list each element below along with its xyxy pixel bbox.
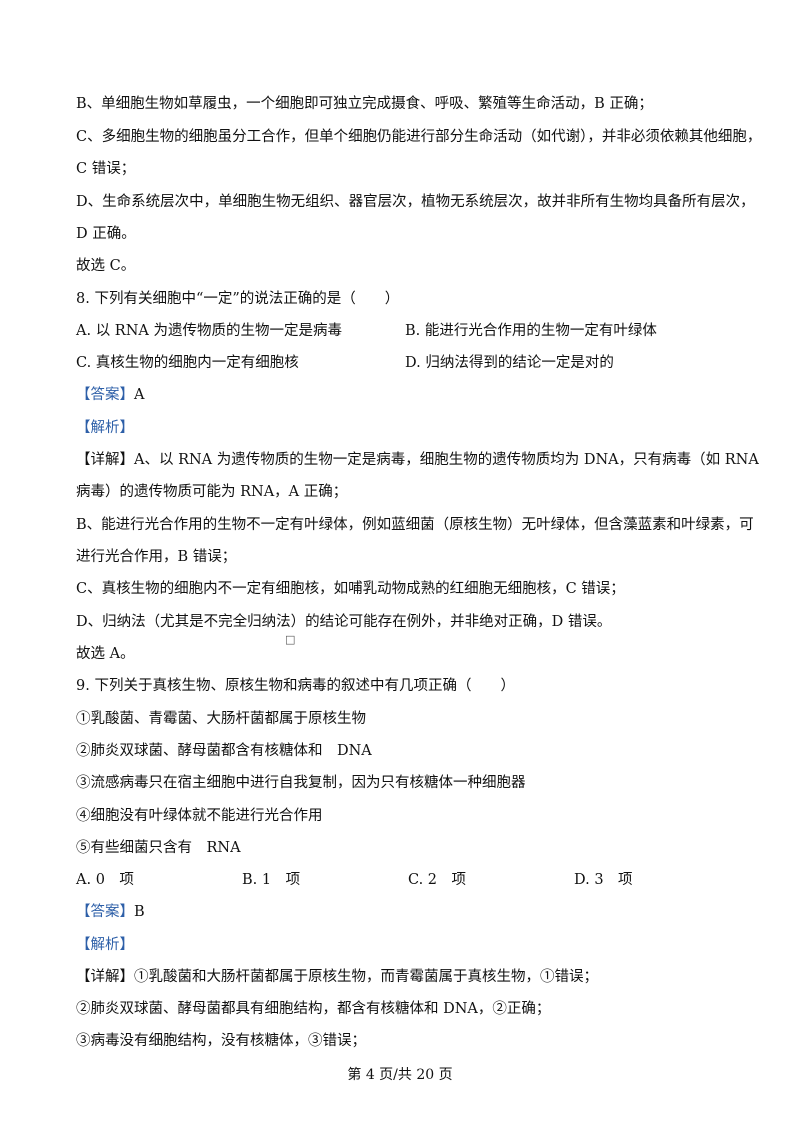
q9-item-1: ①乳酸菌、青霉菌、大肠杆菌都属于原核生物 [76, 711, 366, 727]
q9-option-c: C. 2 项 [408, 872, 467, 888]
q7-option-c-analysis-line2: C 错误； [76, 161, 136, 177]
q8-detail-c: C、真核生物的细胞内不一定有细胞核，如哺乳动物成熟的红细胞无细胞核，C 错误； [76, 581, 625, 597]
q9-detail-tag: 【详解】 [76, 969, 134, 985]
q8-answer-tag: 【答案】 [76, 387, 134, 403]
q7-conclusion: 故选 C。 [76, 258, 136, 274]
q9-detail-2: ②肺炎双球菌、酵母菌都具有细胞结构，都含有核糖体和 DNA，②正确； [76, 1001, 551, 1017]
q8-option-c: C. 真核生物的细胞内一定有细胞核 [76, 355, 299, 371]
q9-item-4: ④细胞没有叶绿体就不能进行光合作用 [76, 808, 323, 824]
scan-artifact-box: □ [285, 633, 296, 646]
q9-option-d: D. 3 项 [574, 872, 633, 888]
q8-option-b: B. 能进行光合作用的生物一定有叶绿体 [405, 323, 657, 339]
q9-answer-tag: 【答案】 [76, 904, 134, 920]
q9-detail-3: ③病毒没有细胞结构，没有核糖体，③错误； [76, 1033, 366, 1049]
q8-conclusion: 故选 A。 [76, 646, 135, 662]
q8-analysis-heading: 【解析】 [76, 418, 730, 438]
q8-detail-a-text: A、以 RNA 为遗传物质的生物一定是病毒，细胞生物的遗传物质均为 DNA，只有… [134, 452, 759, 468]
q8-option-a: A. 以 RNA 为遗传物质的生物一定是病毒 [76, 323, 342, 339]
q8-answer-value: A [134, 387, 145, 403]
q8-detail-a-line2: 病毒）的遗传物质可能为 RNA，A 正确； [76, 484, 348, 500]
q7-option-d-analysis-line2: D 正确。 [76, 226, 136, 242]
q9-answer-value: B [134, 904, 145, 920]
q7-option-d-analysis-line1: D、生命系统层次中，单细胞生物无组织、器官层次，植物无系统层次，故并非所有生物均… [76, 194, 755, 210]
q9-stem: 9. 下列关于真核生物、原核生物和病毒的叙述中有几项正确（ ） [76, 678, 515, 694]
q8-detail-b-line2: 进行光合作用，B 错误； [76, 549, 237, 565]
q9-analysis-heading: 【解析】 [76, 935, 730, 955]
q7-option-c-analysis-line1: C、多细胞生物的细胞虽分工合作，但单个细胞仍能进行部分生命活动（如代谢），并非必… [76, 129, 762, 145]
q9-item-2: ②肺炎双球菌、酵母菌都含有核糖体和 DNA [76, 743, 372, 759]
q8-detail-d: D、归纳法（尤其是不完全归纳法）的结论可能存在例外，并非绝对正确，D 错误。 [76, 614, 612, 630]
q9-option-a: A. 0 项 [76, 872, 134, 888]
q9-detail-1: 【详解】①乳酸菌和大肠杆菌都属于原核生物，而青霉菌属于真核生物，①错误； [76, 967, 730, 987]
q8-analysis-tag: 【解析】 [76, 420, 134, 436]
q9-item-5: ⑤有些细菌只含有 RNA [76, 840, 241, 856]
q9-option-b: B. 1 项 [242, 872, 301, 888]
q8-answer-line: 【答案】A [76, 385, 730, 405]
q8-option-d: D. 归纳法得到的结论一定是对的 [405, 355, 614, 371]
page-number: 第 4 页/共 20 页 [347, 1067, 453, 1083]
q9-item-3: ③流感病毒只在宿主细胞中进行自我复制，因为只有核糖体一种细胞器 [76, 775, 526, 791]
q8-detail-tag: 【详解】 [76, 452, 134, 468]
q9-answer-line: 【答案】B [76, 902, 730, 922]
q7-option-b-analysis: B、单细胞生物如草履虫，一个细胞即可独立完成摄食、呼吸、繁殖等生命活动，B 正确… [76, 96, 653, 112]
q9-analysis-tag: 【解析】 [76, 937, 134, 953]
footer-artifact-box: ▫ [156, 1035, 164, 1048]
q8-stem: 8. 下列有关细胞中“一定”的说法正确的是（ ） [76, 291, 400, 307]
q8-detail-b-line1: B、能进行光合作用的生物不一定有叶绿体，例如蓝细菌（原核生物）无叶绿体，但含藻蓝… [76, 517, 754, 533]
q9-detail-1-text: ①乳酸菌和大肠杆菌都属于原核生物，而青霉菌属于真核生物，①错误； [134, 969, 598, 985]
q8-detail-a-line1: 【详解】A、以 RNA 为遗传物质的生物一定是病毒，细胞生物的遗传物质均为 DN… [76, 450, 759, 470]
